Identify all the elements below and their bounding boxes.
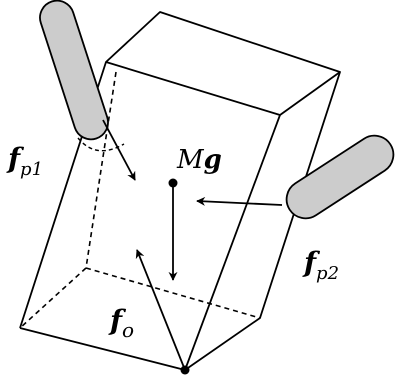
hidden-edge-bottom-back [85,267,261,319]
hidden-edge-vertical [85,71,117,269]
box-hidden-edges [19,71,261,329]
finger-p1 [39,0,125,152]
force-arrow-p1 [102,119,136,181]
contact-point-o-dot [180,365,190,375]
label-fp2: fp2 [302,246,339,284]
finger-p2 [285,134,395,220]
label-mg: Mg [176,145,222,175]
box-front-right-edge [184,114,281,371]
hidden-edge-bottom-left [19,267,87,329]
center-of-mass-dot [168,178,178,188]
box-top-front-edge [105,61,281,116]
force-arrows [102,119,283,371]
label-fp1: fp1 [6,142,43,180]
finger-p1-contact-curve [77,137,125,152]
label-fo: fo [108,304,134,342]
force-arrow-o [135,249,186,371]
box-top-right-edge [279,71,341,116]
force-arrow-p2 [196,196,283,206]
